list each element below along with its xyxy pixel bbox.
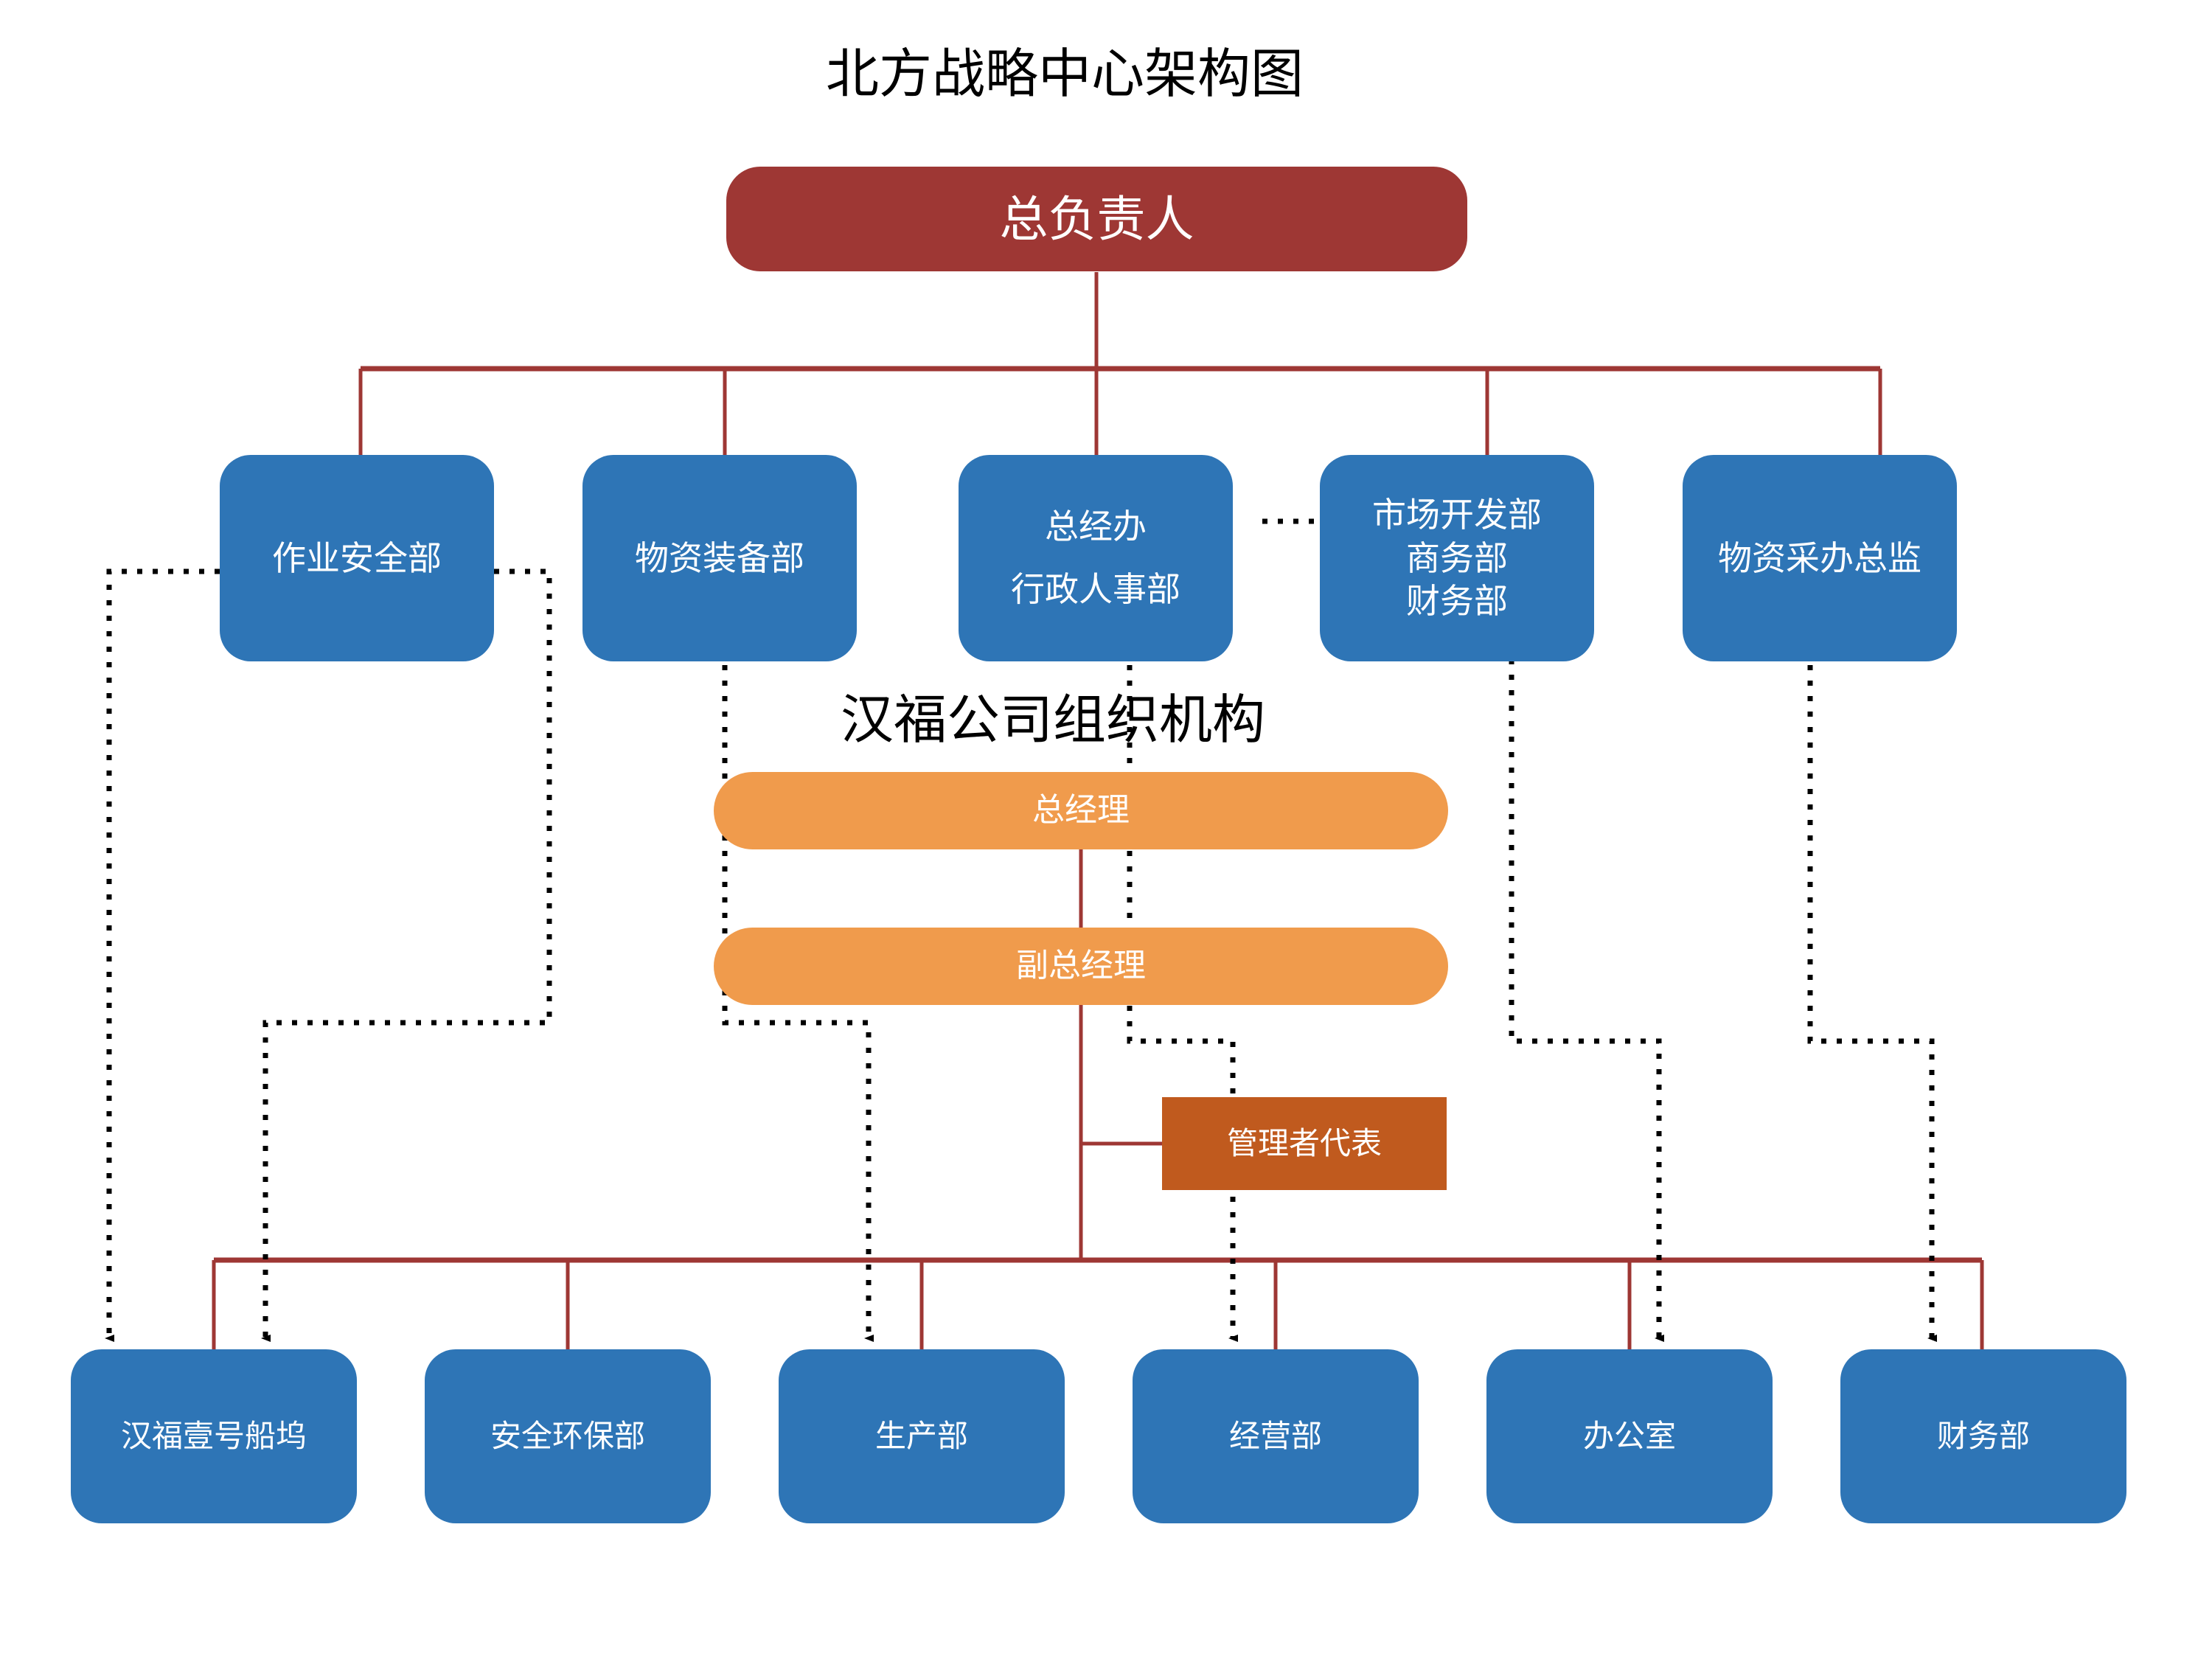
node-zuoye-anquan-bu[interactable]: 作业安全部 xyxy=(220,455,494,661)
node-label: 总经理 xyxy=(1032,792,1130,829)
node-anquan-huanbao-bu[interactable]: 安全环保部 xyxy=(425,1349,711,1523)
node-zongjingli[interactable]: 总经理 xyxy=(714,772,1448,849)
node-shengchan-bu[interactable]: 生产部 xyxy=(779,1349,1065,1523)
node-label: 财务部 xyxy=(1936,1419,2030,1454)
node-root-zongfuzeren[interactable]: 总负责人 xyxy=(726,167,1467,271)
page-title: 北方战略中心架构图 xyxy=(826,45,1304,104)
node-wuzi-zhuangbei-bu[interactable]: 物资装备部 xyxy=(582,455,857,661)
node-label: 经营部 xyxy=(1228,1419,1322,1454)
node-label-line2: 商务部 xyxy=(1406,538,1508,577)
node-label-line1: 市场开发部 xyxy=(1372,495,1542,534)
node-fuzongjingli[interactable]: 副总经理 xyxy=(714,928,1448,1005)
node-bangongshi[interactable]: 办公室 xyxy=(1486,1349,1773,1523)
node-hanfu-yihao-chuanwu[interactable]: 汉福壹号船坞 xyxy=(71,1349,357,1523)
node-zongjingban-xingzheng-renshi-bu[interactable]: 总经办 行政人事部 xyxy=(959,455,1233,661)
node-label: 汉福壹号船坞 xyxy=(120,1419,307,1454)
node-label: 安全环保部 xyxy=(490,1419,645,1454)
node-caiwu-bu[interactable]: 财务部 xyxy=(1840,1349,2126,1523)
node-label: 总负责人 xyxy=(999,191,1194,246)
node-label-line2: 行政人事部 xyxy=(1011,570,1180,608)
node-guanlizhe-daibiao[interactable]: 管理者代表 xyxy=(1162,1097,1447,1190)
node-wuzi-caiban-zongjian[interactable]: 物资采办总监 xyxy=(1683,455,1957,661)
node-label: 作业安全部 xyxy=(272,538,442,577)
node-label: 物资装备部 xyxy=(635,538,804,577)
node-label: 副总经理 xyxy=(1016,947,1146,984)
node-label-line3: 财务部 xyxy=(1406,582,1508,621)
solid-connectors-middle xyxy=(1079,823,1164,1260)
node-label: 管理者代表 xyxy=(1226,1126,1382,1161)
node-label: 生产部 xyxy=(874,1419,968,1454)
secondary-title: 汉福公司组织机构 xyxy=(841,691,1266,750)
node-label: 办公室 xyxy=(1582,1419,1676,1454)
solid-connectors-top xyxy=(358,272,1882,455)
node-shichang-kaifa-bu[interactable]: 市场开发部 商务部 财务部 xyxy=(1320,455,1594,661)
solid-connectors-bottom xyxy=(212,1257,1984,1349)
node-jingying-bu[interactable]: 经营部 xyxy=(1133,1349,1419,1523)
node-label: 物资采办总监 xyxy=(1718,538,1921,577)
node-label-line1: 总经办 xyxy=(1045,507,1147,546)
